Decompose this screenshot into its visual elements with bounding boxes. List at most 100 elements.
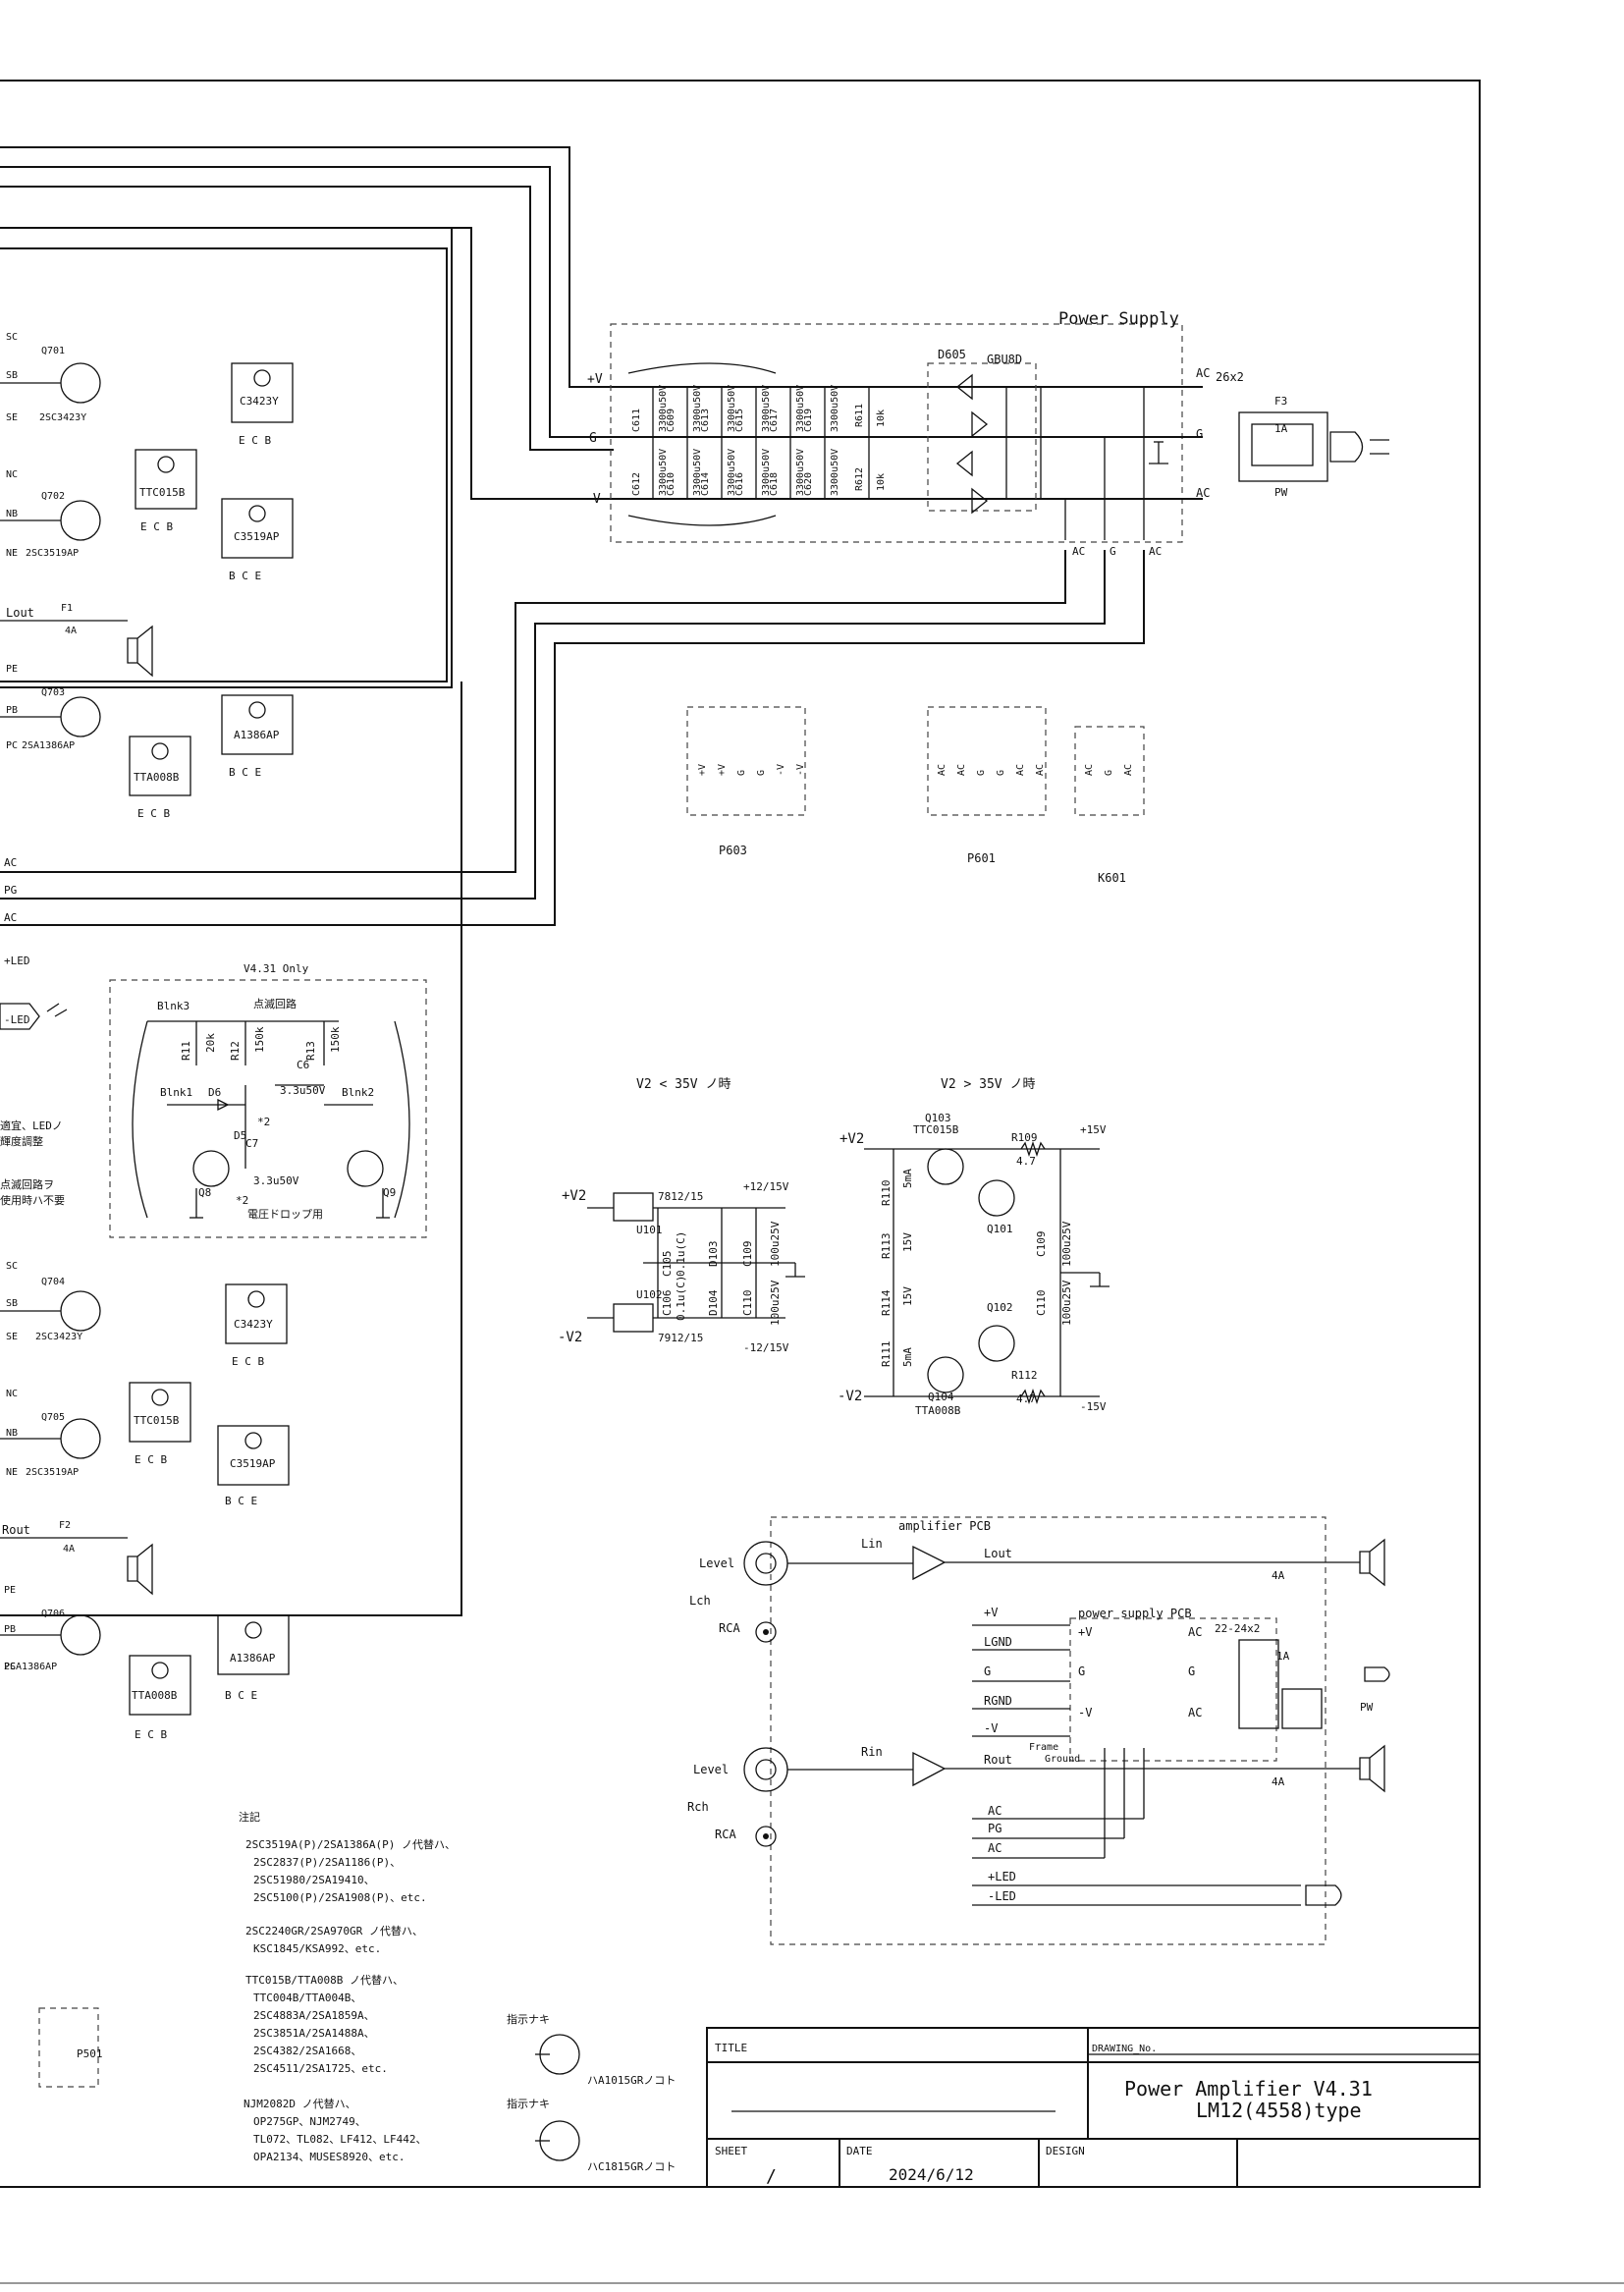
ac-top: AC (1196, 366, 1210, 380)
pkg-2-name: TTC015B (139, 486, 186, 499)
pkg-5-pins: E C B (137, 807, 170, 820)
reg-c110-h: C110 (1035, 1290, 1048, 1317)
cap-value-8: 3300u50V (692, 449, 703, 496)
q703-pin-e: PE (6, 664, 18, 675)
reg-cap-small-1: 0.1u(C) (675, 1231, 687, 1277)
lin-label: Lin (861, 1537, 883, 1551)
amp-pcb-title: amplifier PCB (898, 1519, 991, 1533)
note-line-7: TTC015B/TTA008B ノ代替ハ、 (245, 1973, 404, 1987)
left-rca-label: RCA (719, 1621, 740, 1635)
q705-pin-e: NE (6, 1467, 18, 1478)
ps-fuse: 1A (1276, 1650, 1290, 1663)
no-spec-1-b: ハA1015GRノコト (587, 2074, 676, 2087)
q704-pin-e: SE (6, 1332, 18, 1342)
note-line-6: KSC1845/KSA992、etc. (253, 1942, 381, 1955)
reg-cap-big-1: 100u25V (769, 1221, 782, 1267)
right-level-label: Level (693, 1763, 729, 1776)
regulator-low: V2 < 35V ノ時 +V2 -V2 U101 7812/15 U102 79… (558, 1077, 805, 1354)
blink-r13: R13 (304, 1041, 317, 1061)
p603-pin-1: +V (697, 764, 708, 776)
pkg-7-pins: E C B (135, 1453, 167, 1466)
reg-low-out-neg: -12/15V (743, 1341, 789, 1354)
q702-pin-b: NB (6, 509, 18, 519)
reg-u102-part: 7912/15 (658, 1332, 703, 1344)
right-rca-label: RCA (715, 1828, 736, 1841)
q701-ref: Q701 (41, 346, 65, 356)
note-line-5: 2SC2240GR/2SA970GR ノ代替ハ、 (245, 1924, 423, 1937)
p601-pin-5: AC (1015, 764, 1026, 776)
cap-c611: C611 (631, 409, 642, 432)
ps-net-minus-v: -V (1078, 1706, 1092, 1719)
diode-d605: D605 (938, 348, 966, 361)
pkg-10-pins: E C B (135, 1728, 167, 1741)
ps-transformer: 22-24x2 (1215, 1622, 1260, 1635)
reg-low-out-pos: +12/15V (743, 1180, 789, 1193)
note-line-8: TTC004B/TTA004B、 (253, 1992, 361, 2004)
note-line-15: TL072、TL082、LF412、LF442、 (253, 2133, 426, 2146)
reg-high-in-pos: +V2 (839, 1131, 864, 1147)
reg-r113-value: 15V (901, 1232, 914, 1252)
rail-minus-v: -V (585, 492, 601, 507)
rout-fuse-value: 4A (1272, 1775, 1285, 1788)
reg-r111: R111 (880, 1341, 893, 1368)
transformer-rating: 26x2 (1216, 370, 1244, 384)
q702-pin-e: NE (6, 548, 18, 559)
cap-value-10: 3300u50V (761, 449, 772, 496)
no-spec-2-b: ハC1815GRノコト (587, 2160, 676, 2173)
reg-r114-value: 15V (901, 1286, 914, 1306)
blink-c7: C7 (245, 1137, 258, 1150)
pkg-3-name: C3519AP (234, 530, 280, 543)
q706-pin-e: PE (4, 1585, 16, 1596)
reg-cap-big-2: 100u25V (769, 1280, 782, 1326)
cap-c614: C614 (700, 472, 711, 496)
connector-p601: P601 (967, 851, 996, 865)
blink-net-3: Blnk3 (157, 1000, 189, 1012)
reg-c109-h-value: 100u25V (1060, 1221, 1073, 1267)
blink-d5: D5 (234, 1129, 246, 1142)
q701-part: 2SC3423Y (39, 412, 86, 423)
fuse-f3-value: 1A (1274, 422, 1288, 435)
pkg-6-name: C3423Y (234, 1318, 273, 1331)
p603-pin-3: G (736, 770, 747, 776)
cap-value-1: 3300u50V (658, 385, 669, 432)
rail-plus-v: +V (587, 372, 603, 387)
power-supply-title: Power Supply (1058, 309, 1179, 329)
reg-high-out-pos: +15V (1080, 1123, 1107, 1136)
cap-c609: C609 (666, 409, 677, 432)
q703-pin-b: PB (6, 705, 18, 716)
net-plus-led: +LED (988, 1870, 1016, 1883)
p603-pin-6: -V (795, 764, 806, 776)
q702-ref: Q702 (41, 491, 65, 502)
pkg-9-pins: B C E (225, 1689, 257, 1702)
cap-c616: C616 (734, 472, 745, 496)
left-level-label: Level (699, 1556, 734, 1570)
ground-label: Ground (1045, 1754, 1080, 1765)
cap-value-12: 3300u50V (830, 449, 840, 496)
reg-r110-value: 5mA (901, 1169, 914, 1188)
cap-c617: C617 (769, 409, 780, 432)
ps-switch: PW (1360, 1701, 1374, 1714)
blink-net-2: Blnk2 (342, 1086, 374, 1099)
reg-c109: C109 (741, 1241, 754, 1268)
p603-pin-5: -V (776, 764, 786, 776)
blink-left-note-4: 使用時ハ不要 (0, 1194, 65, 1207)
net-rout: Rout (984, 1753, 1012, 1767)
regulator-high: V2 > 35V ノ時 +V2 -V2 +15V -15V Q103 TTC01… (838, 1077, 1110, 1417)
note-line-9: 2SC4883A/2SA1859A、 (253, 2009, 375, 2022)
q704-pin-c: SC (6, 1261, 18, 1272)
q705-pin-c: NC (6, 1389, 18, 1399)
net-minus-led: -LED (988, 1889, 1016, 1903)
pkg-8-name: C3519AP (230, 1457, 276, 1470)
g-tap: G (1110, 545, 1116, 558)
k601-pin-1: AC (1084, 764, 1095, 776)
bus-ac-1: AC (4, 856, 17, 869)
reg-c110: C110 (741, 1290, 754, 1317)
q704-part: 2SC3423Y (35, 1332, 82, 1342)
lout-net: Lout (6, 606, 34, 620)
drawing-title-1: Power Amplifier V4.31 (1124, 2077, 1373, 2101)
p601-pin-4: G (996, 770, 1006, 776)
q703-pin-c: PC (6, 740, 18, 751)
pkg-7-name: TTC015B (134, 1414, 180, 1427)
cap-value-6: 3300u50V (830, 385, 840, 432)
blink-circuit: V4.31 Only 点滅回路 Blnk3 Blnk1 Blnk2 R11 20… (0, 962, 427, 1238)
